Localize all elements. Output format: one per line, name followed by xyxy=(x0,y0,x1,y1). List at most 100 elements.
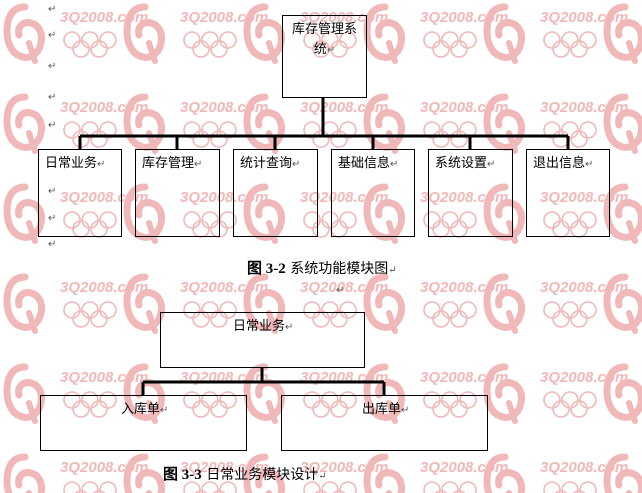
module-label: 退出信息 xyxy=(533,156,586,171)
watermark-text: 3Q2008.com xyxy=(420,99,508,116)
paragraph-mark: ↵ xyxy=(292,159,301,170)
module-label: 库存管理 xyxy=(142,156,195,171)
olympic-rings-icon xyxy=(543,31,597,58)
olympic-rings-icon xyxy=(63,31,117,58)
q-logo-icon xyxy=(483,453,525,493)
q-logo-icon xyxy=(3,183,45,244)
figure-caption-3-2: 图 3-2 系统功能模块图↵ xyxy=(247,257,397,278)
paragraph-mark: ↵ xyxy=(48,213,57,224)
root-box-inventory-system: 库存管理系 统↵ xyxy=(282,15,367,98)
olympic-rings-icon xyxy=(183,31,237,58)
watermark-text: 3Q2008.com xyxy=(420,189,508,206)
olympic-rings-icon xyxy=(63,211,117,238)
olympic-rings-icon xyxy=(183,391,237,418)
olympic-rings-icon xyxy=(543,481,597,493)
q-logo-icon xyxy=(123,183,165,244)
q-logo-icon xyxy=(243,3,285,64)
watermark-text: 3Q2008.com xyxy=(300,459,388,476)
olympic-rings-icon xyxy=(423,121,477,148)
paragraph-mark: ↵ xyxy=(585,159,594,170)
olympic-rings-icon xyxy=(183,211,237,238)
olympic-rings-icon xyxy=(303,31,357,58)
q-logo-icon xyxy=(363,183,405,244)
caption-text: 日常业务模块设计 xyxy=(206,467,319,483)
q-logo-icon xyxy=(603,3,642,64)
olympic-rings-icon xyxy=(183,301,237,328)
module-label: 入库单 xyxy=(121,402,161,417)
olympic-rings-icon xyxy=(63,481,117,493)
q-logo-icon xyxy=(3,3,45,64)
watermark-text: 3Q2008.com xyxy=(180,459,268,476)
module-box-exit-info: 退出信息↵ xyxy=(526,149,610,237)
watermark-text: 3Q2008.com xyxy=(540,279,628,296)
olympic-rings-icon xyxy=(303,211,357,238)
watermark-text: 3Q2008.com xyxy=(180,279,268,296)
watermark-text: 3Q2008.com xyxy=(60,9,148,26)
q-logo-icon xyxy=(363,453,405,493)
paragraph-mark: ↵ xyxy=(48,239,57,250)
watermark-text: 3Q2008.com xyxy=(540,459,628,476)
olympic-rings-icon xyxy=(303,391,357,418)
caption-number: 图 3-3 xyxy=(163,467,202,483)
olympic-rings-icon xyxy=(543,211,597,238)
watermark-text: 3Q2008.com xyxy=(60,99,148,116)
root-box-daily-business: 日常业务↵ xyxy=(160,312,365,368)
olympic-rings-icon xyxy=(423,301,477,328)
paragraph-mark: ↵ xyxy=(487,159,496,170)
olympic-rings-icon xyxy=(543,301,597,328)
q-logo-icon xyxy=(123,453,165,493)
q-logo-icon xyxy=(603,183,642,244)
module-box-inbound-order: 入库单↵ xyxy=(40,395,247,451)
watermark-text: 3Q2008.com xyxy=(420,369,508,386)
olympic-rings-icon xyxy=(303,121,357,148)
paragraph-mark: ↵ xyxy=(194,159,203,170)
paragraph-mark: ↵ xyxy=(48,30,57,41)
watermark-text: 3Q2008.com xyxy=(60,459,148,476)
olympic-rings-icon xyxy=(183,481,237,493)
module-label: 基础信息 xyxy=(338,156,391,171)
paragraph-mark: ↵ xyxy=(326,45,336,56)
q-logo-icon xyxy=(123,273,165,334)
q-logo-icon xyxy=(603,363,642,424)
watermark-text: 3Q2008.com xyxy=(540,369,628,386)
q-logo-icon xyxy=(3,363,45,424)
q-logo-icon xyxy=(3,453,45,493)
q-logo-icon xyxy=(363,273,405,334)
module-box-daily-business: 日常业务↵ xyxy=(38,149,122,237)
olympic-rings-icon xyxy=(183,121,237,148)
watermark-text: 3Q2008.com xyxy=(60,279,148,296)
olympic-rings-icon xyxy=(423,481,477,493)
watermark-text: 3Q2008.com xyxy=(420,459,508,476)
paragraph-mark: ↵ xyxy=(336,285,345,296)
module-box-statistics-query: 统计查询↵ xyxy=(233,149,318,237)
olympic-rings-icon xyxy=(303,481,357,493)
q-logo-icon xyxy=(603,273,642,334)
watermark-text: 3Q2008.com xyxy=(420,9,508,26)
paragraph-mark: ↵ xyxy=(48,186,57,197)
olympic-rings-icon xyxy=(543,121,597,148)
module-label: 出库单 xyxy=(362,402,402,417)
paragraph-mark: ↵ xyxy=(160,405,169,416)
module-label: 统计查询 xyxy=(240,156,293,171)
q-logo-icon xyxy=(243,453,285,493)
watermark-text: 3Q2008.com xyxy=(300,189,388,206)
q-logo-icon xyxy=(243,183,285,244)
watermark-text: 3Q2008.com xyxy=(540,99,628,116)
paragraph-mark: ↵ xyxy=(48,4,57,15)
watermark-text: 3Q2008.com xyxy=(540,9,628,26)
q-logo-icon xyxy=(483,3,525,64)
figure-caption-3-3: 图 3-3 日常业务模块设计↵ xyxy=(163,463,327,484)
caption-text: 系统功能模块图 xyxy=(290,261,389,277)
q-logo-icon xyxy=(3,273,45,334)
watermark-text: 3Q2008.com xyxy=(60,369,148,386)
paragraph-mark: ↵ xyxy=(388,265,397,276)
watermark-text: 3Q2008.com xyxy=(180,9,268,26)
watermark-text: 3Q2008.com xyxy=(420,279,508,296)
paragraph-mark: ↵ xyxy=(48,61,57,72)
caption-number: 图 3-2 xyxy=(247,261,286,277)
q-logo-icon xyxy=(3,93,45,154)
q-logo-icon xyxy=(603,93,642,154)
watermark-text: 3Q2008.com xyxy=(300,279,388,296)
paragraph-mark: ↵ xyxy=(48,120,57,131)
